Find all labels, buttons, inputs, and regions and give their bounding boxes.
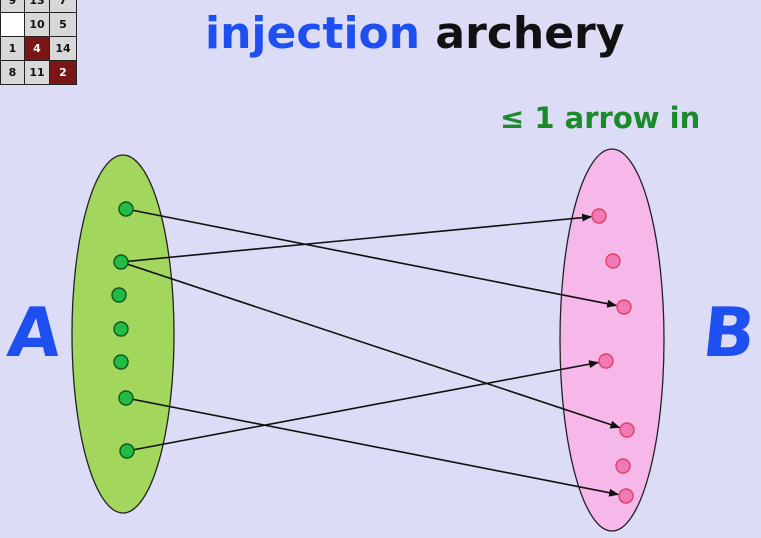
grid-cell: 11 xyxy=(25,61,49,84)
mapping-arrow xyxy=(122,261,621,429)
set-b-dots xyxy=(591,208,635,504)
grid-cell: 2 xyxy=(50,61,76,84)
title-archery: archery xyxy=(435,8,625,59)
grid-cell: 4 xyxy=(25,37,49,60)
grid-cell: 9 xyxy=(1,0,24,12)
set-b-dot xyxy=(618,488,634,504)
set-b-dot xyxy=(615,458,631,474)
arrows xyxy=(122,208,621,497)
grid-cell: 13 xyxy=(25,0,49,12)
grid-cell xyxy=(1,13,24,36)
mapping-arrow xyxy=(122,213,593,263)
grid-cell: 14 xyxy=(50,37,76,60)
set-a-dot xyxy=(113,254,129,270)
set-b-dot xyxy=(598,353,614,369)
set-a-dot xyxy=(118,390,134,406)
set-a-dot xyxy=(118,201,134,217)
set-a-dot xyxy=(113,354,129,370)
set-a-dot xyxy=(111,287,127,303)
grid-cell: 10 xyxy=(25,13,49,36)
slide-title: injection archery xyxy=(205,8,624,59)
set-b-ellipse xyxy=(559,148,665,532)
grid-cell: 8 xyxy=(1,61,24,84)
set-b-dot xyxy=(616,299,632,315)
set-a-dots xyxy=(111,201,135,459)
set-a-dot xyxy=(119,443,135,459)
set-a-dot xyxy=(113,321,129,337)
title-injection: injection xyxy=(205,8,421,59)
grid-cell: 7 xyxy=(50,0,76,12)
mapping-arrow xyxy=(127,397,620,497)
set-a-label: A xyxy=(3,294,65,373)
constraint-label: ≤ 1 arrow in xyxy=(500,101,701,135)
set-b-dot xyxy=(605,253,621,269)
mapping-arrow xyxy=(128,360,600,452)
grid-cell: 5 xyxy=(50,13,76,36)
set-b-dot xyxy=(591,208,607,224)
grid-cell: 1 xyxy=(1,37,24,60)
mapping-arrow xyxy=(127,208,618,308)
set-b-dot xyxy=(619,422,635,438)
set-b-label: B xyxy=(698,294,760,373)
